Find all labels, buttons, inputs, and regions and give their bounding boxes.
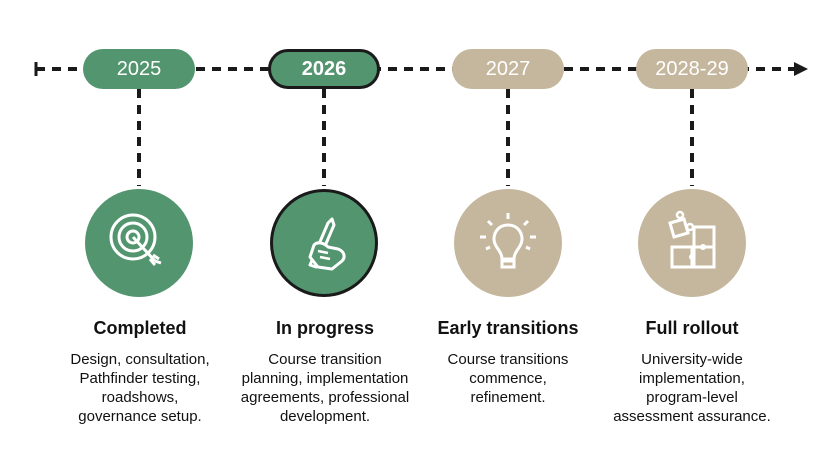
stage-circle-2027 (454, 189, 562, 297)
description-line: Design, consultation, (70, 351, 210, 368)
year-pill-2026: 2026 (268, 49, 380, 89)
stage-circle-2026 (270, 189, 378, 297)
timeline-arrow-head (794, 62, 808, 76)
stage-description-2027: Course transitions commence, refinement. (408, 350, 608, 407)
stage-status-2027: Early transitions (437, 318, 579, 338)
description-line: development. (279, 408, 371, 425)
description-line: commence, (469, 370, 547, 387)
stage-status-2026: In progress (275, 318, 375, 338)
year-pill-2025: 2025 (83, 49, 195, 89)
hand-pencil-icon (308, 217, 346, 271)
stage-status-2025: Completed (93, 318, 187, 338)
description-line: Pathfinder testing, (79, 370, 201, 387)
description-line: planning, implementation (241, 370, 409, 387)
stage-status-2028-29: Full rollout (645, 318, 739, 338)
year-label: 2026 (301, 57, 347, 80)
stage-description-2025: Design, consultation, Pathfinder testing… (40, 350, 240, 426)
stage-circle-2025 (85, 189, 193, 297)
year-label: 2025 (116, 57, 162, 80)
description-line: program-level (646, 389, 738, 406)
stage-circle-2028-29 (638, 189, 746, 297)
description-line: governance setup. (78, 408, 202, 425)
target-icon (109, 213, 162, 266)
year-pill-2027: 2027 (452, 49, 564, 89)
description-line: University-wide (641, 351, 743, 368)
lightbulb-icon (480, 213, 536, 269)
description-line: roadshows, (101, 389, 179, 406)
description-line: refinement. (470, 389, 546, 406)
description-line: agreements, professional (240, 389, 410, 406)
year-label: 2027 (485, 57, 531, 80)
description-line: implementation, (639, 370, 745, 387)
description-line: Course transitions (447, 351, 569, 368)
stage-description-2028-29: University-wide implementation, program-… (592, 350, 792, 426)
description-line: assessment assurance. (613, 408, 771, 425)
year-label: 2028-29 (655, 57, 729, 80)
stage-description-2026: Course transition planning, implementati… (225, 350, 425, 426)
description-line: Course transition (268, 351, 382, 368)
year-pill-2028-29: 2028-29 (636, 49, 748, 89)
puzzle-icon (668, 210, 716, 269)
